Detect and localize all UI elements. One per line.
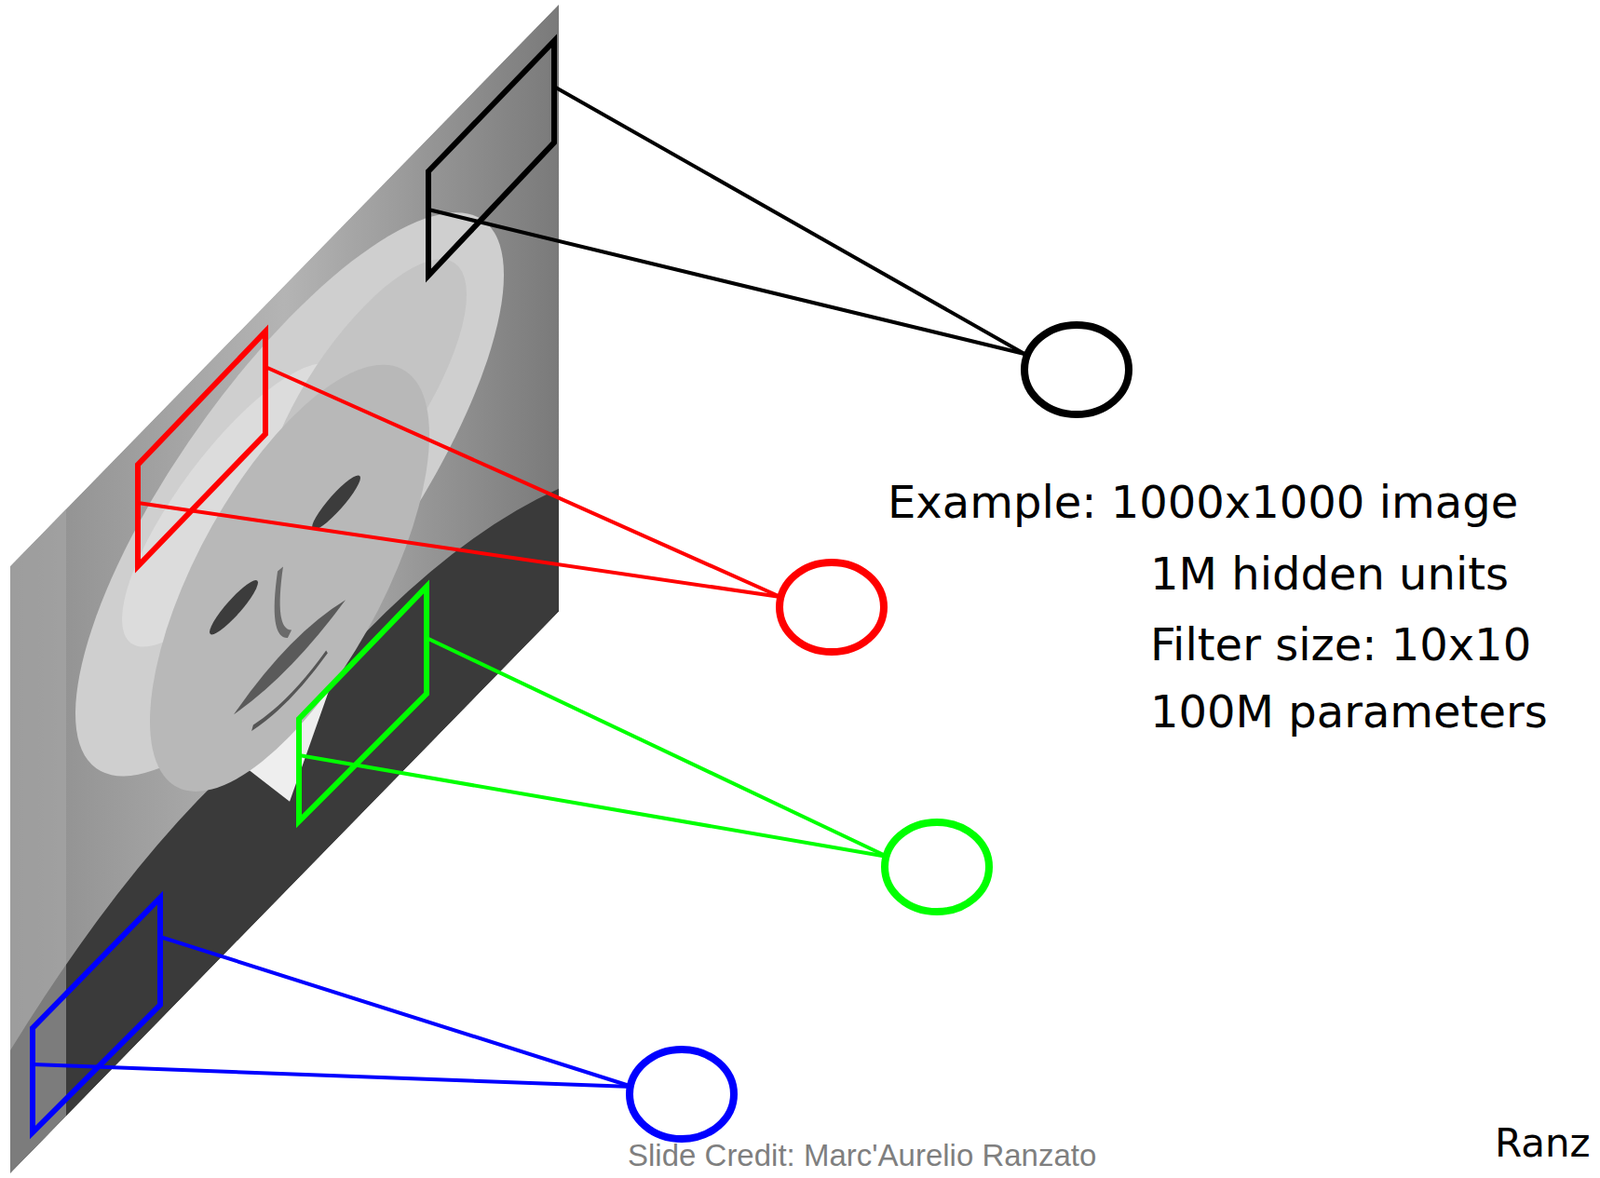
slide-credit: Slide Credit: Marc'Aurelio Ranzato <box>627 1138 1097 1174</box>
example-note: 100M parameters <box>1150 686 1548 738</box>
example-note: Example: 1000x1000 image <box>887 476 1519 529</box>
example-note: Filter size: 10x10 <box>1150 619 1532 671</box>
author-credit: Ranz <box>1494 1121 1591 1167</box>
example-note: 1M hidden units <box>1150 548 1509 600</box>
receptive-field-black <box>428 40 1129 415</box>
receptive-field-blue <box>32 897 734 1139</box>
receptive-field-red <box>137 331 884 652</box>
receptive-field-green <box>298 586 990 912</box>
input-image <box>10 4 559 1174</box>
